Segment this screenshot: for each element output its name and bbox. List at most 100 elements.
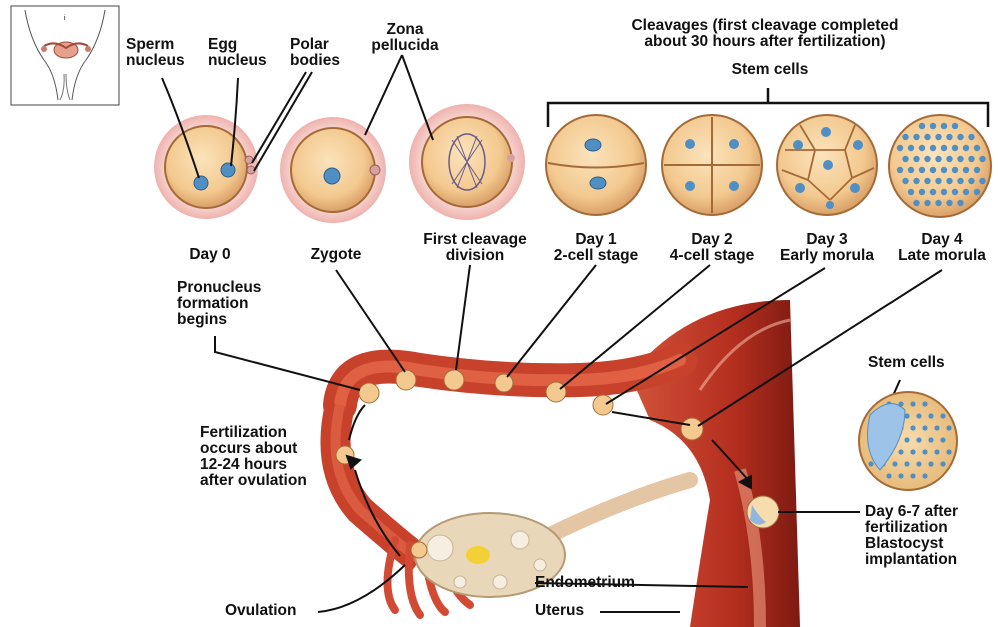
cell-nucleus-dot: [941, 123, 947, 129]
cell-nucleus-dot: [957, 200, 963, 206]
cell-nucleus-dot: [957, 134, 963, 140]
cell-nucleus-dot: [979, 178, 985, 184]
cell-nucleus-dot: [928, 461, 933, 466]
cell-nucleus-dot: [934, 449, 939, 454]
label-blastocyst: Day 6-7 after fertilization Blastocyst i…: [865, 504, 958, 568]
blastocyst-detail: [859, 392, 957, 490]
cell-nucleus-dot: [968, 156, 974, 162]
ovulated-egg: [411, 542, 427, 558]
cell-nucleus-dot: [913, 178, 919, 184]
cell-nucleus-dot: [910, 473, 915, 478]
cell-nucleus-dot: [930, 167, 936, 173]
cell-nucleus-dot: [935, 200, 941, 206]
cell-nucleus-dot: [913, 156, 919, 162]
stage-day2-cell: [662, 115, 762, 215]
cell-nucleus-dot: [919, 123, 925, 129]
label-first-cleavage: First cleavage division: [410, 232, 540, 264]
cell-nucleus-dot: [916, 437, 921, 442]
cell-nucleus-dot: [946, 425, 951, 430]
label-stem-cells-right: Stem cells: [868, 355, 945, 371]
cell-nucleus-dot: [940, 437, 945, 442]
cell-nucleus-dot: [902, 156, 908, 162]
cell-nucleus-dot: [940, 461, 945, 466]
cell-nucleus-dot: [941, 145, 947, 151]
sperm-nucleus-mark: [194, 176, 208, 190]
cell-nucleus-dot: [928, 413, 933, 418]
label-sperm-nucleus: Sperm nucleus: [126, 37, 185, 69]
cell-nucleus-dot: [963, 189, 969, 195]
cell-nucleus-dot: [902, 134, 908, 140]
cell-nucleus-dot: [922, 401, 927, 406]
label-uterus: Uterus: [535, 603, 584, 619]
cell-nucleus-dot: [924, 200, 930, 206]
cell-nucleus-dot: [904, 437, 909, 442]
cell-nucleus-dot: [913, 134, 919, 140]
label-day1: Day 1 2-cell stage: [541, 232, 651, 264]
label-endometrium: Endometrium: [535, 575, 635, 591]
cell-nucleus-dot: [935, 178, 941, 184]
cell-nucleus-dot: [902, 178, 908, 184]
cell-nucleus-dot: [957, 156, 963, 162]
cell-nucleus-dot: [963, 167, 969, 173]
cell-nucleus-dot: [922, 449, 927, 454]
cell-nucleus-dot: [924, 156, 930, 162]
label-stem-cells-top: Stem cells: [690, 62, 850, 78]
stage-day1-cell: [546, 115, 646, 215]
cell-nucleus-dot: [968, 178, 974, 184]
cell-nucleus-dot: [946, 200, 952, 206]
cell-nucleus-dot: [957, 178, 963, 184]
cell-nucleus-dot: [940, 413, 945, 418]
cell-nucleus-dot: [919, 167, 925, 173]
cell-nucleus-dot: [910, 449, 915, 454]
label-zona-pellucida: Zona pellucida: [365, 22, 445, 54]
cell-nucleus-dot: [910, 425, 915, 430]
cell-nucleus-dot: [919, 145, 925, 151]
cell-nucleus-dot: [924, 178, 930, 184]
cell-nucleus-dot: [934, 425, 939, 430]
label-zygote: Zygote: [296, 247, 376, 263]
cell-nucleus-dot: [952, 145, 958, 151]
label-egg-nucleus: Egg nucleus: [208, 37, 267, 69]
cell-nucleus-dot: [952, 189, 958, 195]
label-day4: Day 4 Late morula: [888, 232, 996, 264]
cell-nucleus-dot: [908, 145, 914, 151]
cell-nucleus-dot: [892, 461, 897, 466]
cell-nucleus-dot: [924, 134, 930, 140]
egg-nucleus-mark: [221, 163, 235, 177]
cell-nucleus-dot: [941, 189, 947, 195]
stage-day3-cell: [777, 115, 877, 215]
cell-nucleus-dot: [930, 189, 936, 195]
cell-nucleus-dot: [941, 167, 947, 173]
cell-nucleus-dot: [979, 156, 985, 162]
cell-nucleus-dot: [928, 437, 933, 442]
label-pronucleus: Pronucleus formation begins: [177, 280, 261, 328]
cell-nucleus-dot: [908, 167, 914, 173]
cell-nucleus-dot: [968, 134, 974, 140]
cell-nucleus-dot: [974, 189, 980, 195]
label-ovulation: Ovulation: [225, 603, 296, 619]
cell-nucleus-dot: [952, 167, 958, 173]
label-polar-bodies: Polar bodies: [290, 37, 340, 69]
stage-day0-cell: [154, 115, 258, 219]
cell-nucleus-dot: [930, 145, 936, 151]
cell-nucleus-dot: [916, 413, 921, 418]
cell-nucleus-dot: [946, 156, 952, 162]
cell-nucleus-dot: [963, 145, 969, 151]
cell-nucleus-dot: [916, 461, 921, 466]
stage-zygote-cell: [280, 117, 386, 223]
stage-day4-cell: [889, 115, 991, 217]
cell-nucleus-dot: [946, 178, 952, 184]
cell-nucleus-dot: [898, 449, 903, 454]
cell-nucleus-dot: [908, 189, 914, 195]
cell-nucleus-dot: [886, 473, 891, 478]
cell-nucleus-dot: [930, 123, 936, 129]
cell-nucleus-dot: [946, 134, 952, 140]
cell-nucleus-dot: [922, 425, 927, 430]
cell-nucleus-dot: [897, 167, 903, 173]
cell-nucleus-dot: [868, 461, 873, 466]
label-day2: Day 2 4-cell stage: [656, 232, 768, 264]
label-cleavages: Cleavages (first cleavage completed abou…: [590, 18, 940, 50]
cell-nucleus-dot: [922, 473, 927, 478]
label-fertilization: Fertilization occurs about 12-24 hours a…: [200, 425, 307, 489]
